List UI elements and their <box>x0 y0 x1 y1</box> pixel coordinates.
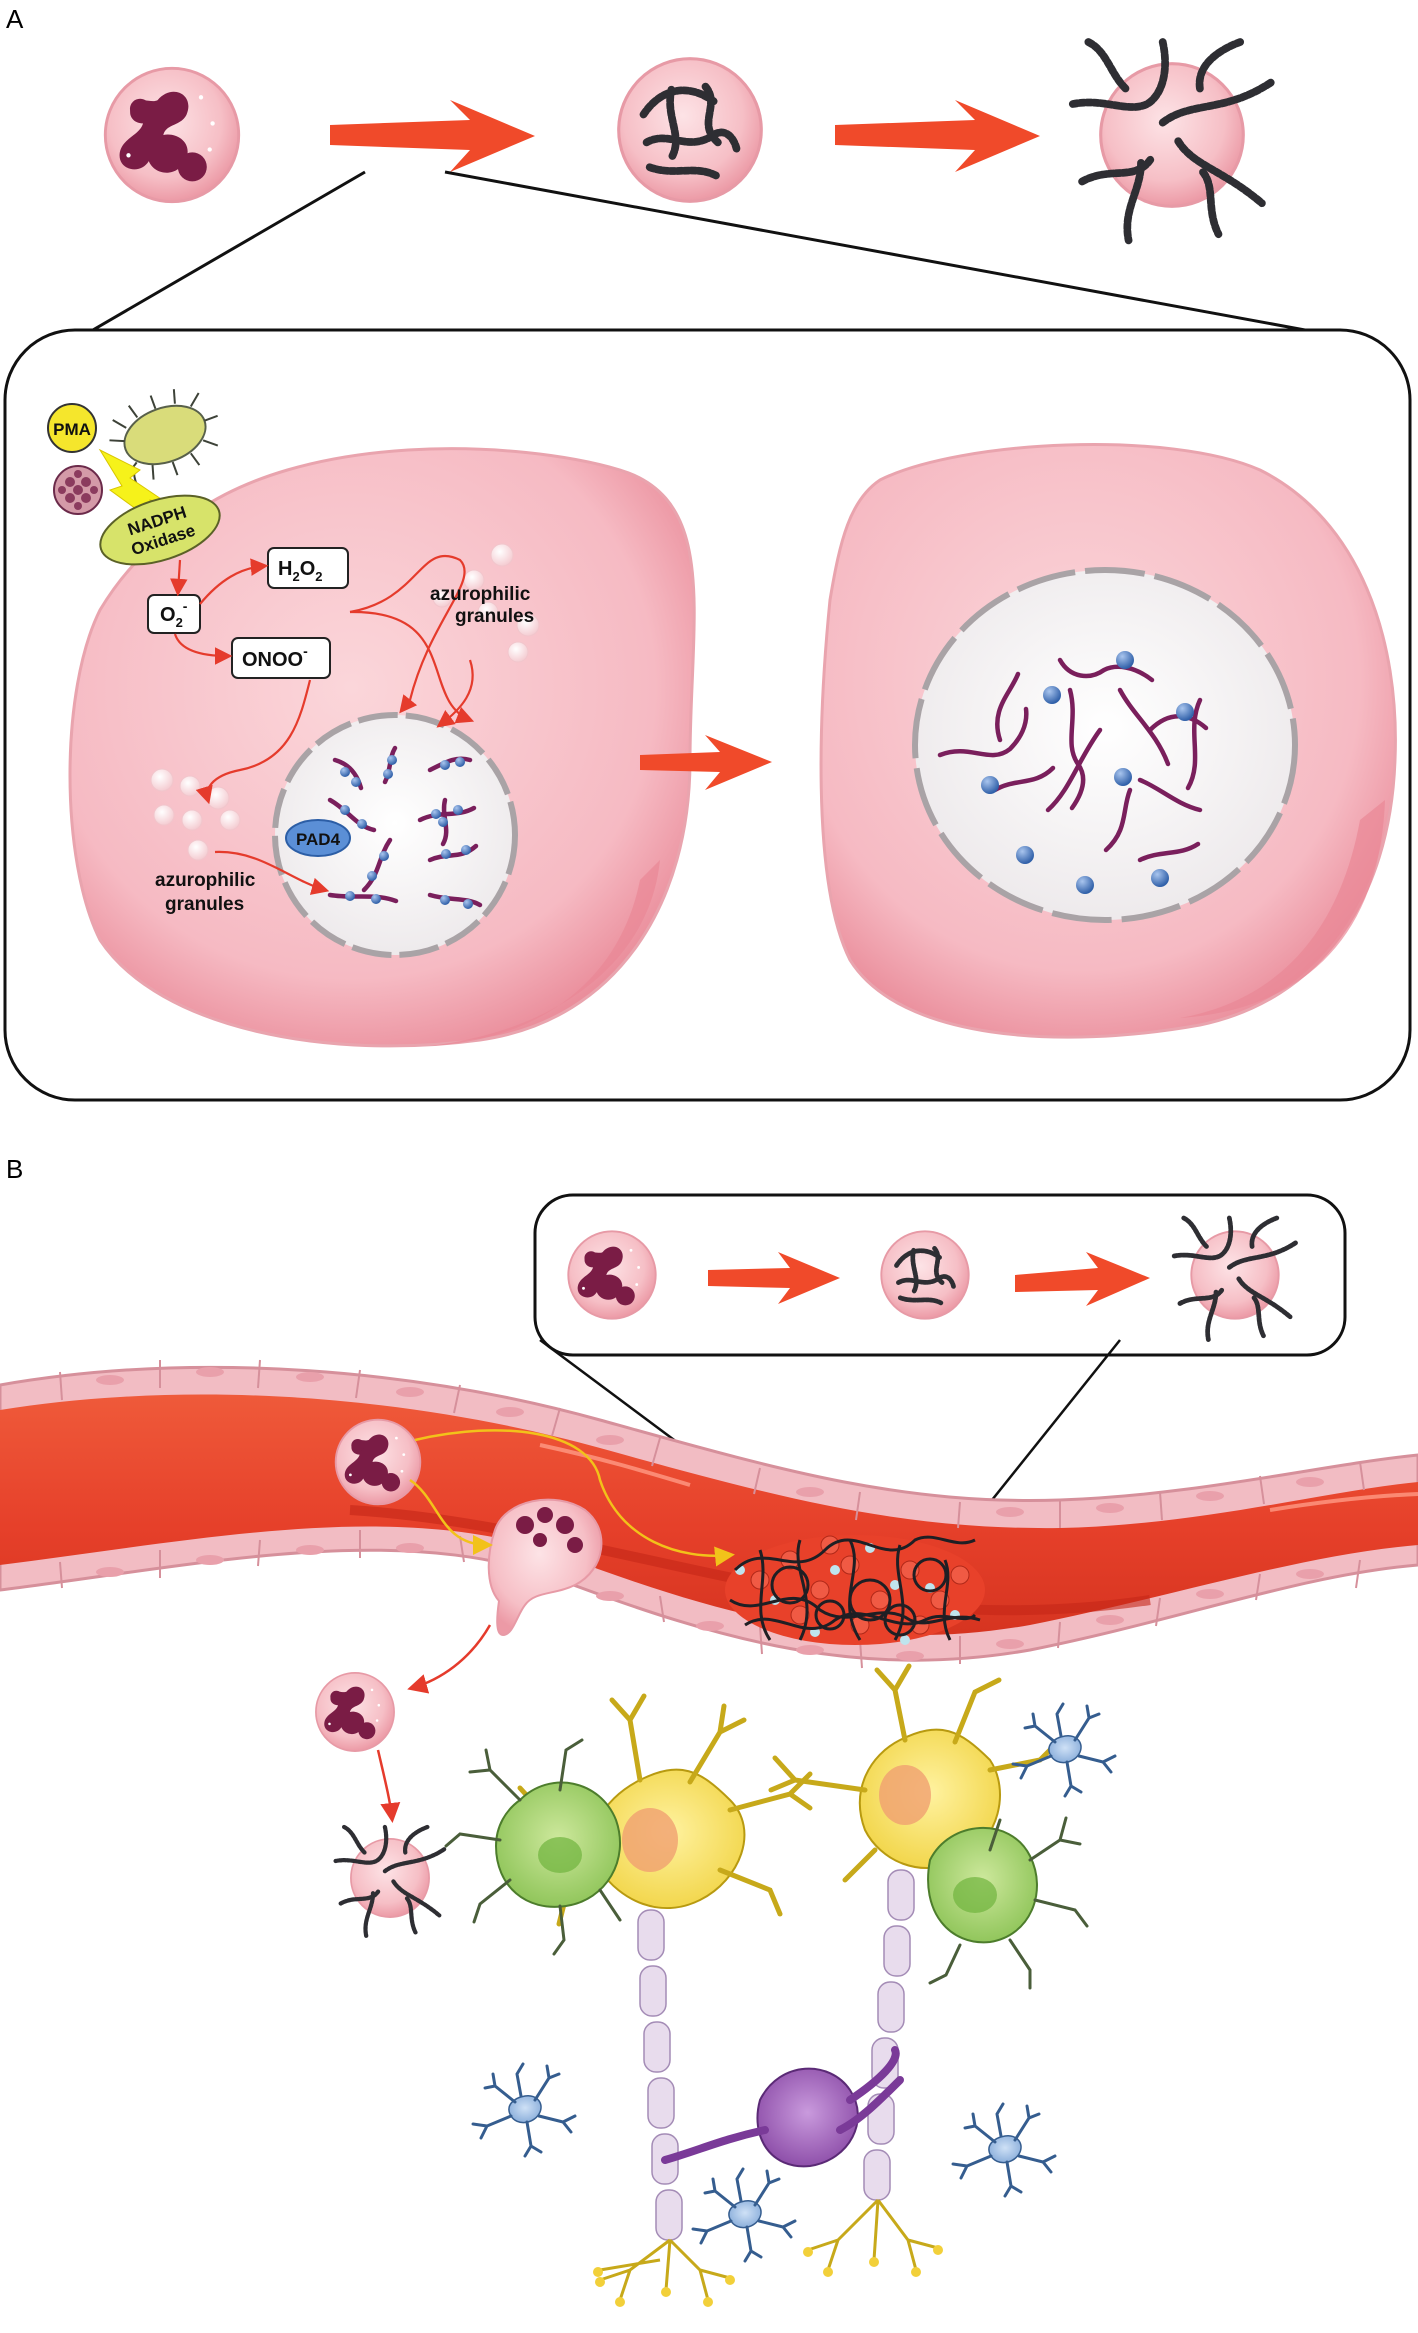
arrow-red <box>640 735 772 790</box>
pma-icon: PMA <box>47 403 97 453</box>
neutrophil-net-release <box>1073 42 1271 240</box>
svg-text:H2O2: H2O2 <box>278 558 322 584</box>
onoo-box: ONOO- <box>231 637 331 679</box>
nucleus <box>272 712 518 958</box>
virus-icon <box>53 465 103 515</box>
nadph-oxidase: NADPH Oxidase <box>99 494 221 566</box>
nucleus-decondensed <box>912 567 1298 923</box>
microglia-right <box>951 2102 1057 2198</box>
neutrophil-circulating <box>334 1418 422 1506</box>
neutrophil-decondensed <box>619 59 762 202</box>
panel-a-letter: A <box>6 4 24 34</box>
o2-superoxide-box: O2- <box>147 594 201 634</box>
pad4-label: PAD4 <box>296 830 341 849</box>
neutrophil-extravasated <box>315 1672 395 1752</box>
svg-text:O2-: O2- <box>160 598 188 630</box>
oligodendrocyte <box>661 2046 904 2168</box>
arrow-red <box>835 100 1040 172</box>
net-thrombus <box>725 1535 985 1645</box>
azurophilic-label-bottom: azurophilic <box>155 870 256 891</box>
svg-text:ONOO-: ONOO- <box>242 643 308 671</box>
neutrophil-decondensed-small <box>881 1231 968 1318</box>
microglia-left <box>471 2062 577 2158</box>
arrow-red <box>708 1252 840 1304</box>
astrocyte-right <box>927 1816 1089 1990</box>
neutrophil-net-tissue <box>336 1827 445 1936</box>
neuron-right <box>768 1663 1063 2277</box>
azurophilic-label-bottom-2: granules <box>165 894 244 915</box>
blood-vessel <box>0 1359 1418 1669</box>
azurophilic-label-top-2: granules <box>455 606 534 627</box>
microglia-top-right <box>1011 1702 1117 1798</box>
microglia-bottom <box>691 2167 797 2263</box>
arrow-red <box>330 100 535 172</box>
svg-text:PMA: PMA <box>53 420 91 439</box>
pad4-enzyme <box>285 819 351 857</box>
arrow-red <box>1015 1252 1150 1306</box>
neutrophil-resting-small <box>567 1230 657 1320</box>
neutrophil-adhering <box>487 1498 603 1637</box>
astrocyte-left <box>444 1738 622 1956</box>
lightning-icon <box>98 448 171 527</box>
h2o2-box: H2O2 <box>267 547 349 589</box>
azurophilic-label-top: azurophilic <box>430 584 531 605</box>
neutrophil-resting <box>103 66 241 204</box>
azurophilic-granules-top <box>432 543 540 663</box>
panel-b-letter: B <box>6 1154 23 1184</box>
azurophilic-granules-bottom <box>150 768 241 861</box>
